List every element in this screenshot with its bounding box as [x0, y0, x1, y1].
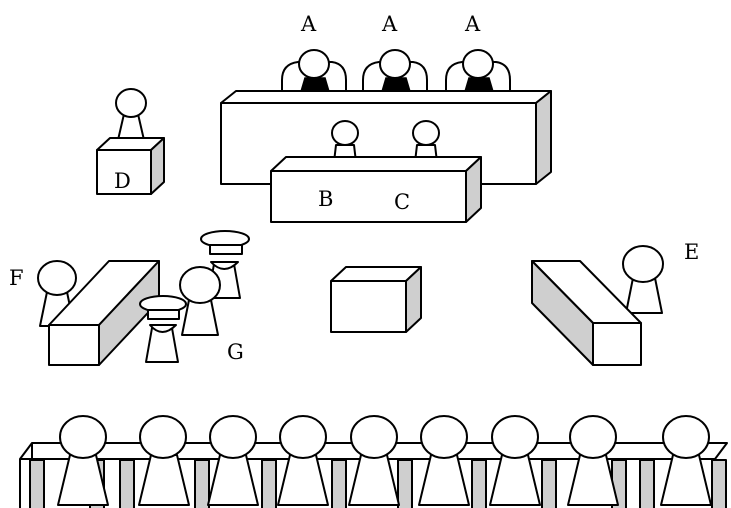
witness-stand [96, 137, 165, 195]
clerk-b-label: B [318, 187, 333, 211]
clerk-c-figure [412, 120, 440, 163]
prosecutor-desk [48, 260, 160, 366]
clerks-desk [270, 156, 482, 223]
center-table [330, 266, 422, 333]
judge-a2-figure [362, 49, 428, 96]
audience-member [567, 415, 619, 506]
audience-member [138, 415, 190, 506]
bailiffs-g-label: G [227, 340, 244, 364]
bailiff-figure-front [139, 295, 187, 363]
defense-e-figure [622, 245, 664, 314]
audience-member [489, 415, 541, 506]
clerk-c-label: C [394, 190, 410, 214]
defendant-figure [179, 266, 221, 336]
judge-a1-label: A [300, 12, 317, 36]
audience-member [660, 415, 712, 506]
judge-a3-figure [445, 49, 511, 96]
audience-member [207, 415, 259, 506]
bailiff-figure-back [200, 230, 250, 299]
witness-d-figure [115, 88, 147, 141]
audience-member [57, 415, 109, 506]
clerk-b-figure [331, 120, 359, 163]
audience-member [418, 415, 470, 506]
defense-e-label: E [684, 240, 699, 264]
audience-member [277, 415, 329, 506]
judge-a3-label: A [464, 12, 481, 36]
defense-desk [531, 260, 642, 366]
audience-member [348, 415, 400, 506]
prosecutor-f-label: F [9, 266, 24, 290]
witness-d-label: D [114, 169, 131, 193]
judge-a2-label: A [381, 12, 398, 36]
judge-a1-figure [281, 49, 347, 96]
